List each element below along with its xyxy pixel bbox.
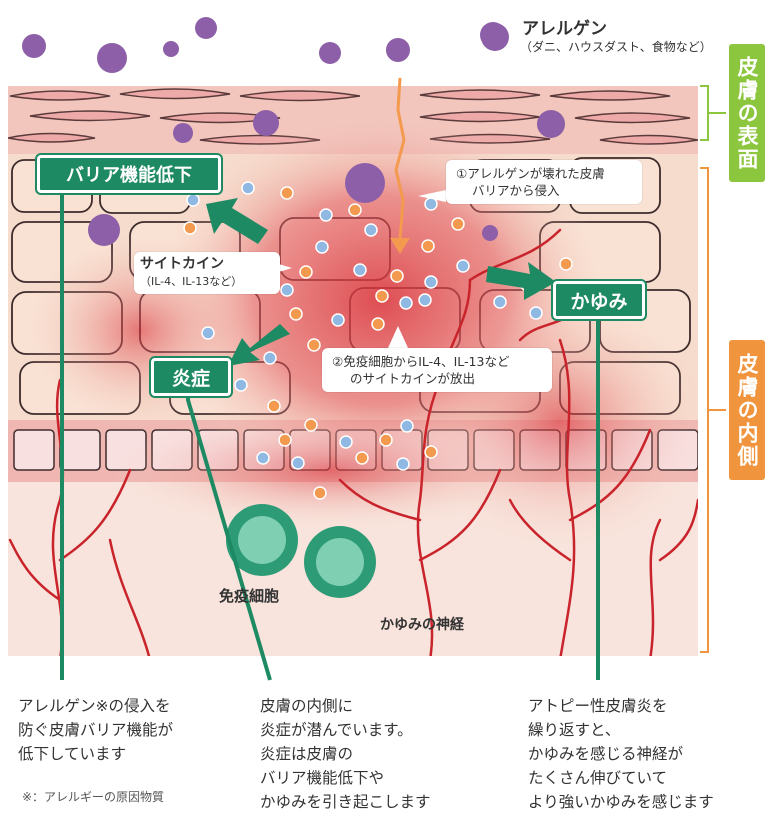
inner-bracket [700,167,726,653]
tag-barrier-decline: バリア機能低下 [37,155,221,193]
caption-right: アトピー性皮膚炎を 繰り返すと、 かゆみを感じる神経が たくさん伸びていて より… [528,697,714,811]
caption-left: アレルゲン※の侵入を 防ぐ皮膚バリア機能が 低下しています [18,697,174,763]
callout-step1-line2: バリアから侵入 [472,183,560,198]
allergen-legend-examples: （ダニ、ハウスダスト、食物など） [520,40,712,54]
allergen-legend-icon [481,23,509,51]
side-label-surface: 皮膚の表面 [729,44,765,182]
caption-middle: 皮膚の内側に 炎症が潜んでいます。 炎症は皮膚の バリア機能低下や かゆみを引き… [260,697,431,811]
surface-bracket [700,85,726,141]
caption-left-note: ※：アレルギーの原因物質 [22,790,165,804]
connector-lines [60,195,600,681]
itch-nerve-label: かゆみの神経 [380,617,464,633]
tag-itch: かゆみ [553,281,645,319]
cytokines [183,181,573,500]
callout-step1: ①アレルゲンが壊れた皮膚 バリアから侵入 [446,160,642,204]
callout-step2-line2: のサイトカインが放出 [350,371,476,386]
callout-cytokine: サイトカイン （IL-4、IL-13など） [134,252,280,294]
immune-cell-label: 免疫細胞 [219,587,280,605]
side-label-inner: 皮膚の内側 [729,340,765,480]
cytokine-label: サイトカイン [140,256,224,272]
effect-arrows [206,198,556,366]
callout-step1-line1: ①アレルゲンが壊れた皮膚 [456,166,605,181]
cytokine-examples: （IL-4、IL-13など） [140,275,243,288]
immune-cells [226,504,376,598]
intrusion-path [394,77,406,241]
callout-step2: ②免疫細胞からIL-4、IL-13など のサイトカインが放出 [322,348,552,392]
allergen-legend-title: アレルゲン [522,19,607,39]
tag-inflammation: 炎症 [151,358,231,396]
allergen-particles [22,17,565,246]
callout-step2-line1: ②免疫細胞からIL-4、IL-13など [332,354,510,369]
